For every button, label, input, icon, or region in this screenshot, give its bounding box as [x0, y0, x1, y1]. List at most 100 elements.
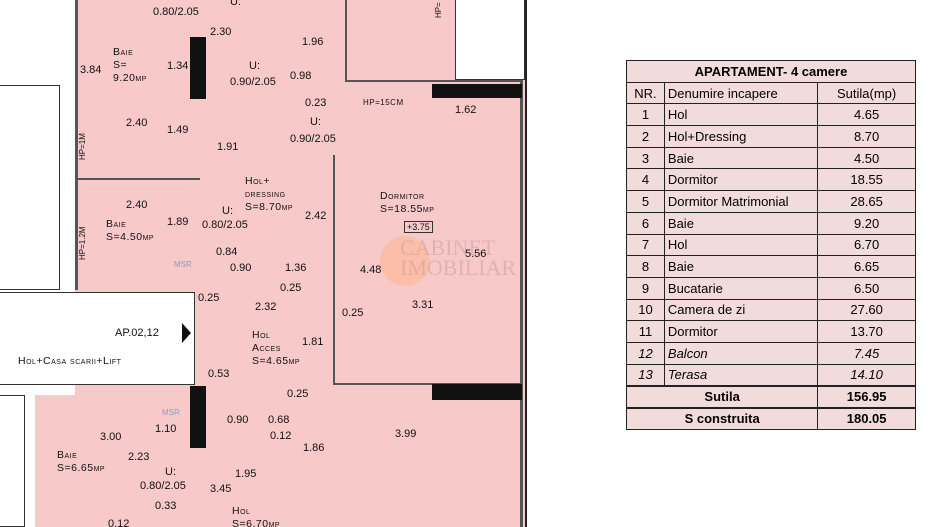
dimension-label: 0.90/2.05: [290, 133, 336, 145]
dimension-label: 1.62: [455, 104, 477, 116]
room-label: Baie S= 9.20mp: [113, 46, 147, 84]
balcony-lower: [0, 395, 25, 527]
dimension-label: 2.30: [210, 26, 232, 38]
window-height-label: HP=: [434, 2, 443, 18]
dimension-label: 3.31: [412, 299, 434, 311]
dimension-label: 1.81: [302, 336, 324, 348]
room-name: Dormitor Matrimonial: [663, 190, 819, 213]
room-number: 2: [626, 125, 665, 148]
dimension-label: 3.00: [100, 431, 122, 443]
room-area-table: APARTAMENT- 4 camere NR. Denumire incape…: [625, 60, 916, 430]
dimension-label: 2.42: [305, 210, 327, 222]
dimension-label: U:: [249, 60, 260, 72]
room-number: 13: [626, 363, 665, 387]
dimension-label: U:: [165, 466, 176, 478]
room-area: 18.55: [817, 168, 916, 192]
table-title: APARTAMENT- 4 camere: [626, 60, 916, 83]
room-name: Baie: [663, 211, 819, 235]
exterior-void: [455, 0, 525, 80]
dimension-label: 4.48: [360, 264, 382, 276]
room-name: Balcon: [663, 341, 819, 365]
dimension-label: U:: [222, 205, 233, 217]
msr-label: MSR: [174, 260, 192, 269]
room-area: 13.70: [817, 320, 916, 343]
room-name: Bucatarie: [663, 276, 819, 300]
room-area: 6.50: [817, 276, 916, 300]
window-height-label: HP=1.2M: [78, 226, 87, 260]
room-area: 7.45: [817, 341, 916, 365]
dimension-label: 1.91: [217, 141, 239, 153]
room-name: Dormitor: [663, 168, 819, 192]
room-area: 28.65: [817, 190, 916, 213]
dimension-label: 3.84: [80, 64, 102, 76]
dimension-label: 0.90: [227, 414, 249, 426]
dimension-label: 0.68: [268, 414, 290, 426]
stair-hall: [0, 292, 195, 385]
room-number: 9: [626, 276, 665, 300]
dimension-label: 0.80/2.05: [202, 219, 248, 231]
dimension-label: 0.80/2.05: [153, 6, 199, 18]
room-number: 8: [626, 255, 665, 278]
room-name: Hol: [663, 233, 819, 257]
room-label: Dormitor S=18.55mp: [380, 190, 435, 215]
dimension-label: U:: [310, 116, 321, 128]
dimension-label: 0.90/2.05: [230, 76, 276, 88]
room-name: Dormitor: [663, 320, 819, 343]
dimension-label: 0.25: [280, 282, 302, 294]
room-number: 6: [626, 211, 665, 235]
room-name: Terasa: [663, 363, 819, 387]
msr-label: MSR: [162, 408, 180, 417]
room-number: 1: [626, 103, 665, 127]
dimension-label: 0.12: [270, 430, 292, 442]
apartment-number: AP.02,12: [115, 327, 159, 339]
hall-name: Hol+Casa scarii+Lift: [18, 355, 122, 367]
dimension-label: 2.40: [126, 117, 148, 129]
watermark: CABINET IMOBILIAR: [400, 235, 517, 280]
dimension-label: 5.56: [465, 248, 487, 260]
room-name: Hol+Dressing: [663, 125, 819, 148]
room-name: Hol: [663, 103, 819, 127]
col-header: Denumire incapere: [663, 81, 819, 105]
col-header: NR.: [626, 81, 665, 105]
window-height-label: HP=1M: [78, 133, 87, 160]
room-label: Hol+ dressing S=8.70mp: [245, 175, 294, 213]
exterior: [525, 0, 610, 527]
dimension-label: 0.12: [108, 518, 130, 527]
wall-beam: [432, 384, 522, 400]
total-label: S construita: [625, 406, 819, 430]
dimension-label: U:: [230, 0, 241, 8]
room-number: 3: [626, 146, 665, 170]
dimension-label: 2.32: [255, 301, 277, 313]
dimension-label: 0.25: [287, 388, 309, 400]
wall-column: [190, 386, 206, 448]
dimension-label: 2.23: [128, 451, 150, 463]
total-value: 156.95: [817, 384, 916, 408]
window-note: HP=15CM: [363, 98, 404, 107]
dimension-label: 0.90: [230, 262, 252, 274]
room-name: Baie: [663, 255, 819, 278]
total-label: Sutila: [625, 384, 819, 408]
dimension-label: 0.23: [305, 97, 327, 109]
room-number: 11: [626, 320, 665, 343]
room-number: 5: [626, 190, 665, 213]
room-label: Hol S=6.70mp: [232, 505, 281, 527]
room-area: 9.20: [817, 211, 916, 235]
dimension-label: 0.53: [208, 368, 230, 380]
entrance-arrow-icon: [182, 323, 191, 343]
room-label: Baie S=6.65mp: [57, 449, 106, 474]
dimension-label: 1.95: [235, 468, 257, 480]
dimension-label: 1.36: [285, 262, 307, 274]
room-area: 8.70: [817, 125, 916, 148]
dimension-label: 3.99: [395, 428, 417, 440]
